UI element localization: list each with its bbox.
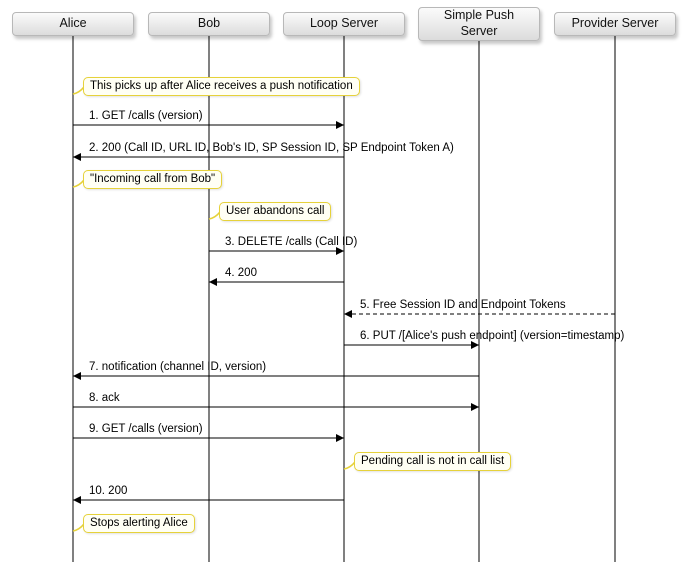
- note-push-received: This picks up after Alice receives a pus…: [83, 77, 360, 96]
- note-pending-call: Pending call is not in call list: [354, 452, 512, 471]
- note-user-abandons: User abandons call: [219, 202, 332, 221]
- actor-provider: Provider Server: [554, 12, 676, 36]
- actor-bob: Bob: [148, 12, 270, 36]
- note-incoming-call: "Incoming call from Bob": [83, 170, 223, 189]
- actor-push: Simple Push Server: [418, 7, 540, 41]
- note-stops-alerting: Stops alerting Alice: [83, 514, 195, 533]
- message-label-1: 1. GET /calls (version): [89, 110, 203, 122]
- message-label-2: 2. 200 (Call ID, URL ID, Bob's ID, SP Se…: [89, 142, 454, 154]
- actor-loop: Loop Server: [283, 12, 405, 36]
- actor-alice: Alice: [12, 12, 134, 36]
- message-label-10: 10. 200: [89, 485, 128, 497]
- message-label-6: 6. PUT /[Alice's push endpoint] (version…: [360, 330, 625, 342]
- message-label-9: 9. GET /calls (version): [89, 423, 203, 435]
- message-label-4: 4. 200: [225, 267, 257, 279]
- message-label-5: 5. Free Session ID and Endpoint Tokens: [360, 299, 566, 311]
- message-label-8: 8. ack: [89, 392, 120, 404]
- message-label-3: 3. DELETE /calls (Call ID): [225, 236, 358, 248]
- message-label-7: 7. notification (channel ID, version): [89, 361, 267, 373]
